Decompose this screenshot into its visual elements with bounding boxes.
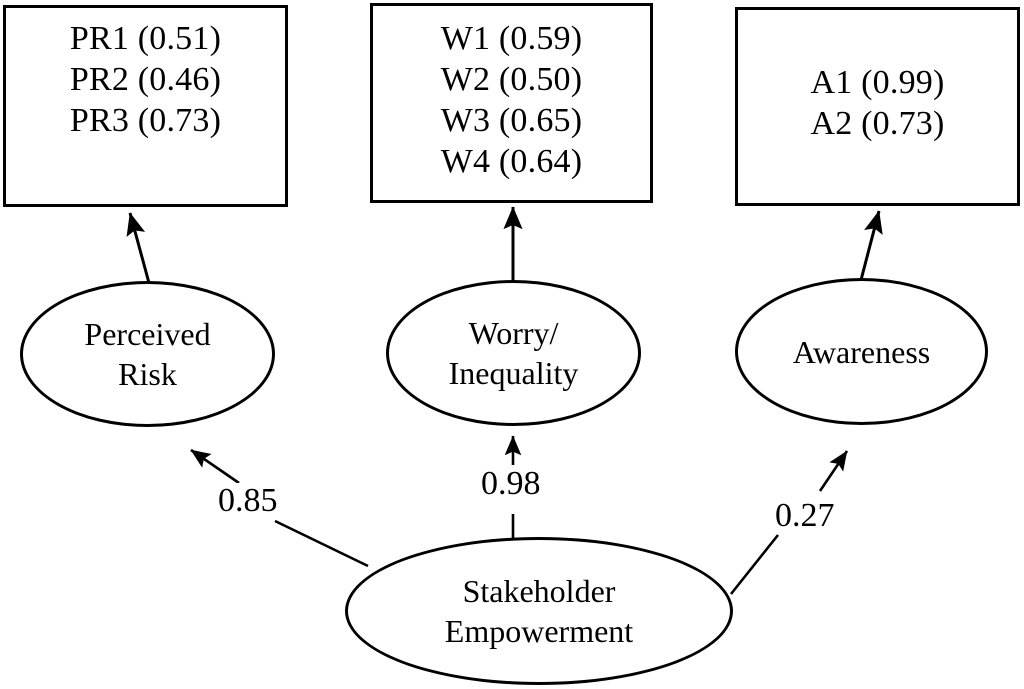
indicator-item: PR1 (0.51) <box>69 20 222 57</box>
indicator-item: W4 (0.64) <box>440 143 583 180</box>
latent-node-worry-inequality: Worry/ Inequality <box>386 280 641 426</box>
indicator-item: A2 (0.73) <box>810 104 945 142</box>
path-stakeholder-to-awareness-lower <box>729 534 780 595</box>
path-stakeholder-to-perceived-risk-upper <box>190 448 240 485</box>
indicator-item: W1 (0.59) <box>440 20 583 57</box>
latent-node-stakeholder-empowerment: Stakeholder Empowerment <box>345 537 733 685</box>
indicator-item: PR2 (0.46) <box>69 61 222 98</box>
arrow-awareness-to-indicators <box>859 210 883 281</box>
indicator-box-awareness: A1 (0.99) A2 (0.73) <box>735 7 1020 206</box>
indicator-item: W2 (0.50) <box>440 61 583 98</box>
arrow-perceived-risk-to-indicators <box>126 212 151 284</box>
path-label-stakeholder-to-awareness: 0.27 <box>772 498 838 534</box>
latent-node-awareness: Awareness <box>735 278 988 425</box>
latent-label: Stakeholder <box>462 573 616 609</box>
latent-label: Empowerment <box>444 613 634 649</box>
latent-label: Worry/ <box>468 315 559 351</box>
path-label-stakeholder-to-perceived-risk: 0.85 <box>215 483 281 519</box>
latent-label: Risk <box>118 356 177 392</box>
latent-label: Inequality <box>448 355 579 391</box>
path-stakeholder-to-perceived-risk-lower <box>274 519 369 568</box>
path-stakeholder-to-awareness-upper <box>818 450 849 492</box>
indicator-box-perceived-risk: PR1 (0.51) PR2 (0.46) PR3 (0.73) <box>3 5 288 207</box>
latent-label: Awareness <box>792 333 931 370</box>
indicator-item: A1 (0.99) <box>810 63 945 101</box>
indicator-item: W3 (0.65) <box>440 102 583 139</box>
latent-node-perceived-risk: Perceived Risk <box>20 281 275 427</box>
latent-label: Perceived <box>84 316 211 352</box>
indicator-item: PR3 (0.73) <box>69 102 222 139</box>
indicator-box-worry-inequality: W1 (0.59) W2 (0.50) W3 (0.65) W4 (0.64) <box>370 3 653 203</box>
path-label-stakeholder-to-worry-inequality: 0.98 <box>478 466 544 502</box>
